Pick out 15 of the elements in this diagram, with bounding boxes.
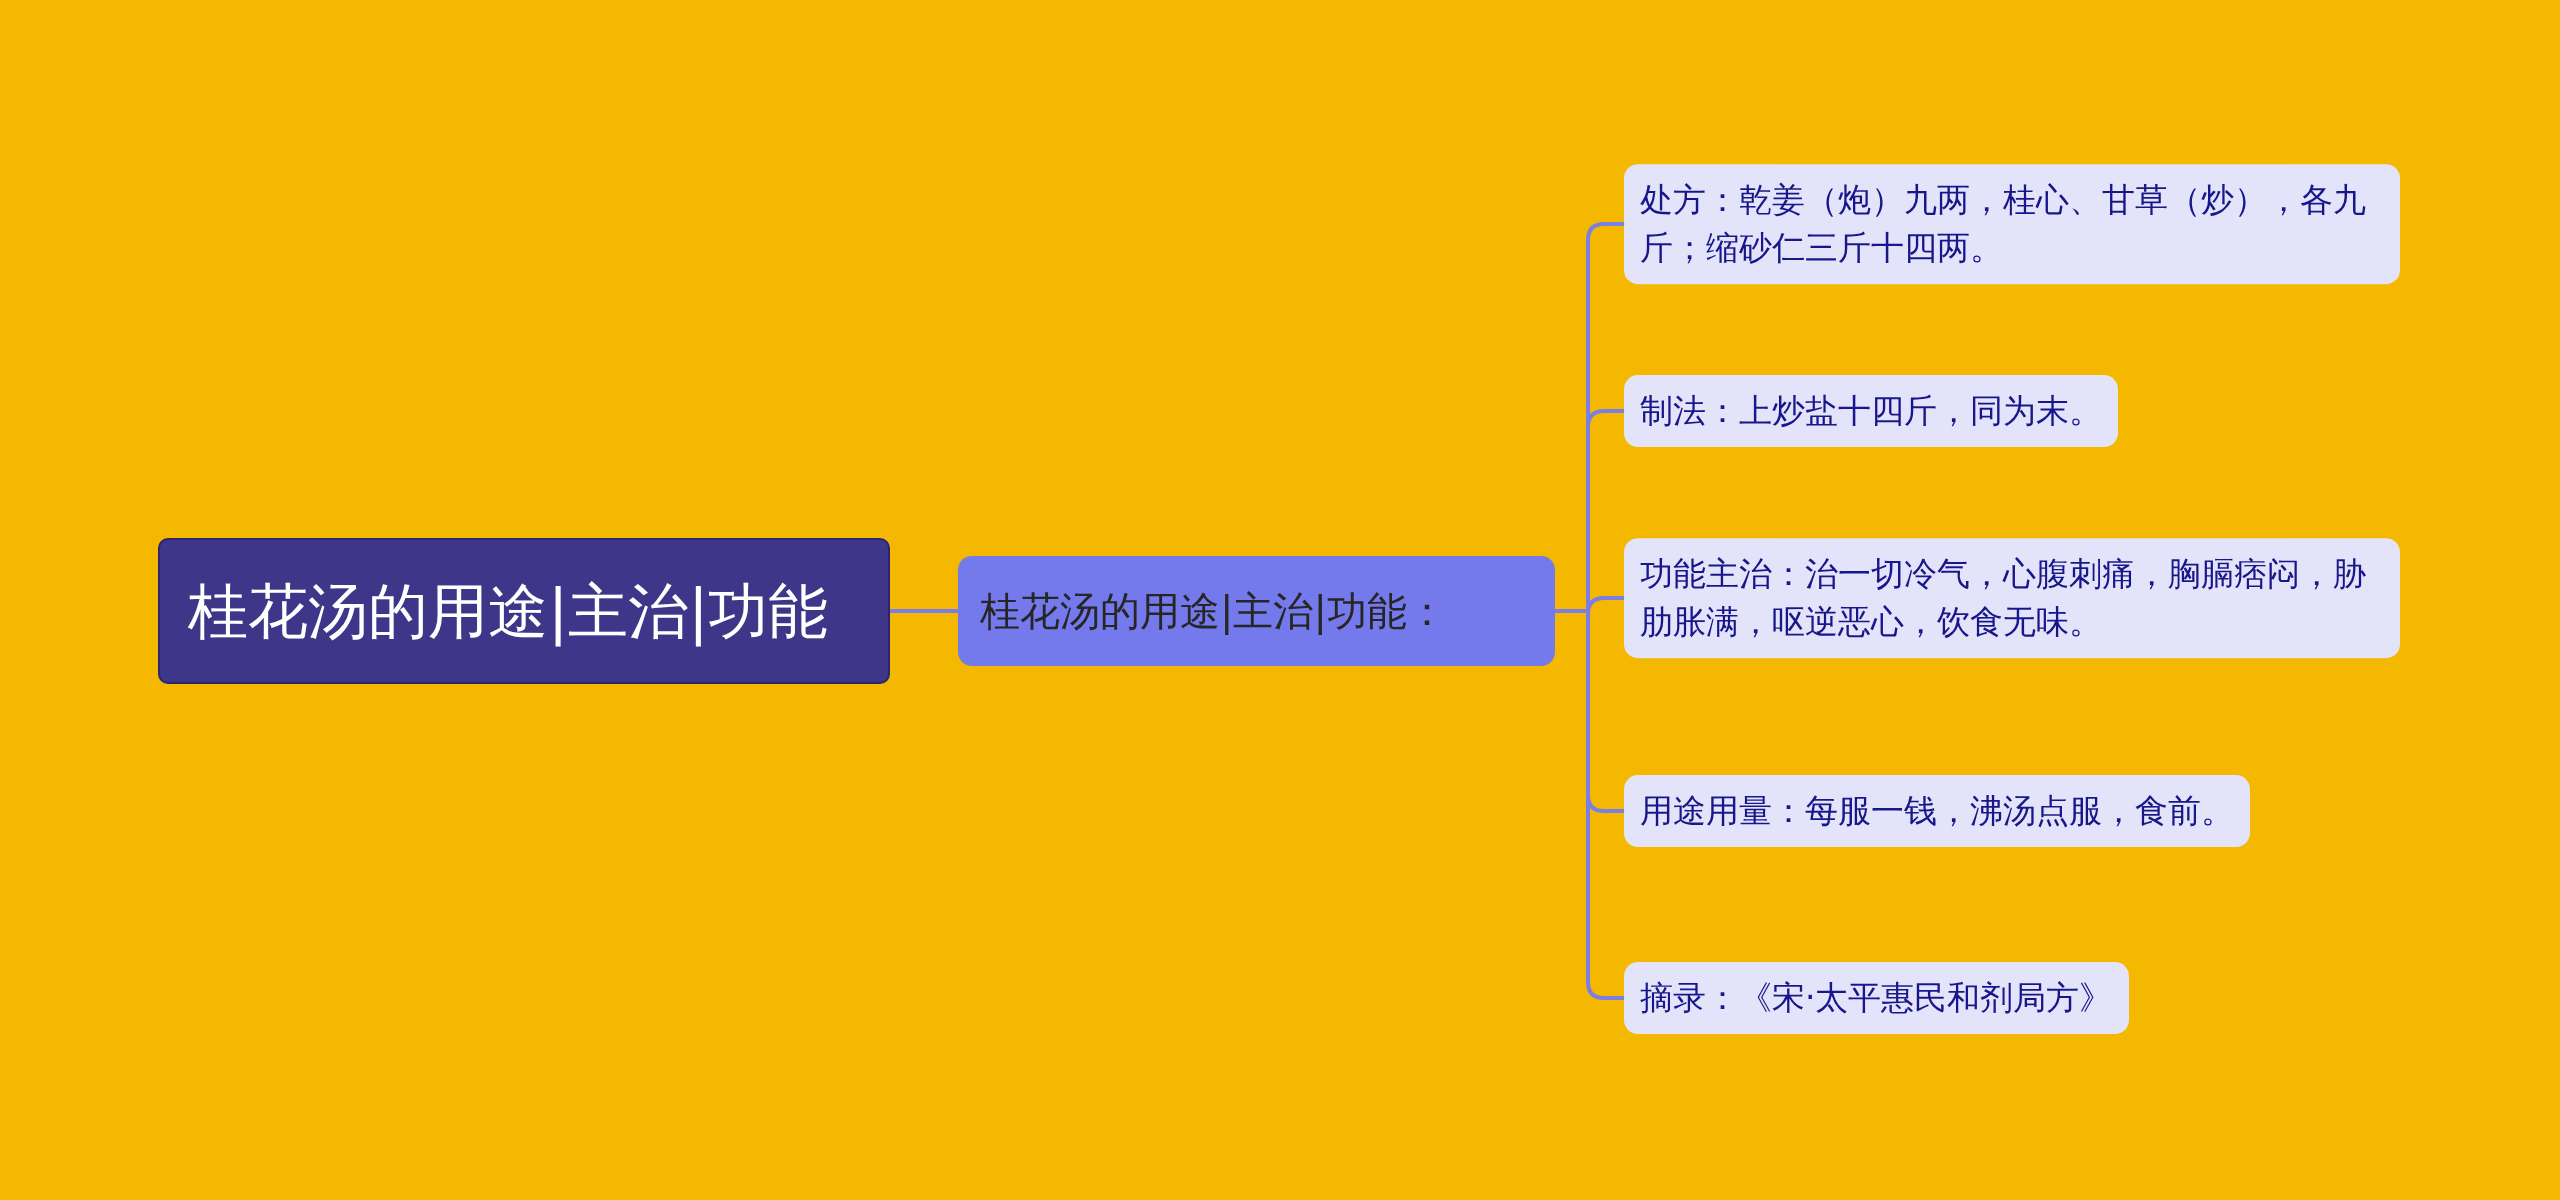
root-topic-box bbox=[158, 538, 890, 684]
topic-text: 摘录：《宋·太平惠民和剂局方》 bbox=[1640, 977, 2113, 1020]
connector-line bbox=[890, 609, 958, 613]
leaf-topic-box bbox=[1624, 775, 2250, 847]
topic-text: 桂花汤的用途|主治|功能 bbox=[188, 574, 829, 649]
topic-text: 制法：上炒盐十四斤，同为末。 bbox=[1640, 390, 2102, 433]
topic-text: 处方：乾姜（炮）九两，桂心、甘草（炒），各九斤；缩砂仁三斤十四两。 bbox=[1640, 179, 2367, 269]
branch-topic-box bbox=[958, 556, 1555, 666]
leaf-topic-box bbox=[1624, 962, 2129, 1034]
topic-text: 用途用量：每服一钱，沸汤点服，食前。 bbox=[1640, 790, 2234, 833]
leaf-topic-box bbox=[1624, 538, 2400, 658]
topic-text: 桂花汤的用途|主治|功能： bbox=[980, 587, 1447, 637]
topic-text: 功能主治：治一切冷气，心腹刺痛，胸膈痞闷，胁肋胀满，呕逆恶心，饮食无味。 bbox=[1640, 553, 2367, 643]
leaf-topic-box bbox=[1624, 164, 2400, 284]
leaf-topic-box bbox=[1624, 375, 2118, 447]
